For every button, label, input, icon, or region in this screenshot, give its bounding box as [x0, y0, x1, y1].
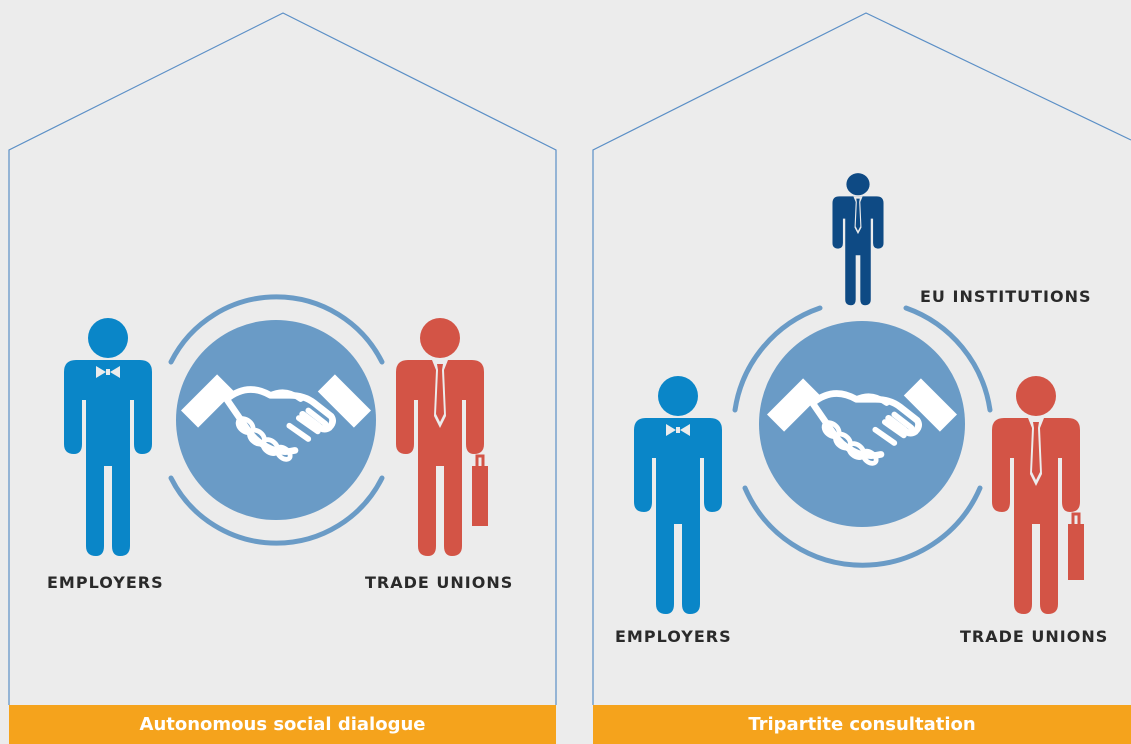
employer-person-icon: [64, 318, 152, 556]
banner-autonomous-social-dialogue: Autonomous social dialogue: [9, 705, 556, 744]
employer-person-icon: [634, 376, 722, 614]
ring-left: [168, 294, 385, 546]
handshake-circle-left: [176, 320, 376, 520]
trade-union-person-icon: [992, 376, 1084, 614]
label-employers: EMPLOYERS: [615, 627, 732, 646]
briefcase-icon: [472, 454, 488, 526]
house-outline-right: [592, 12, 1131, 705]
label-eu-institutions: EU INSTITUTIONS: [920, 287, 1092, 306]
banner-tripartite-consultation: Tripartite consultation: [593, 705, 1131, 744]
eu-institution-person-icon: [832, 173, 884, 306]
trade-union-person-icon: [396, 318, 488, 556]
briefcase-icon: [1068, 512, 1084, 580]
label-trade-unions: TRADE UNIONS: [365, 573, 513, 592]
house-outline-left: [8, 12, 557, 705]
label-trade-unions: TRADE UNIONS: [960, 627, 1108, 646]
panel-tripartite-consultation: EU INSTITUTIONS EMPLOYERS TRADE UNIONS: [592, 12, 1131, 705]
ring-right: [732, 305, 993, 568]
panel-autonomous-social-dialogue: EMPLOYERS TRADE UNIONS: [8, 12, 557, 705]
panel-title: Tripartite consultation: [748, 714, 976, 735]
handshake-circle-right: [759, 321, 965, 527]
panel-title: Autonomous social dialogue: [139, 714, 426, 735]
label-employers: EMPLOYERS: [47, 573, 164, 592]
